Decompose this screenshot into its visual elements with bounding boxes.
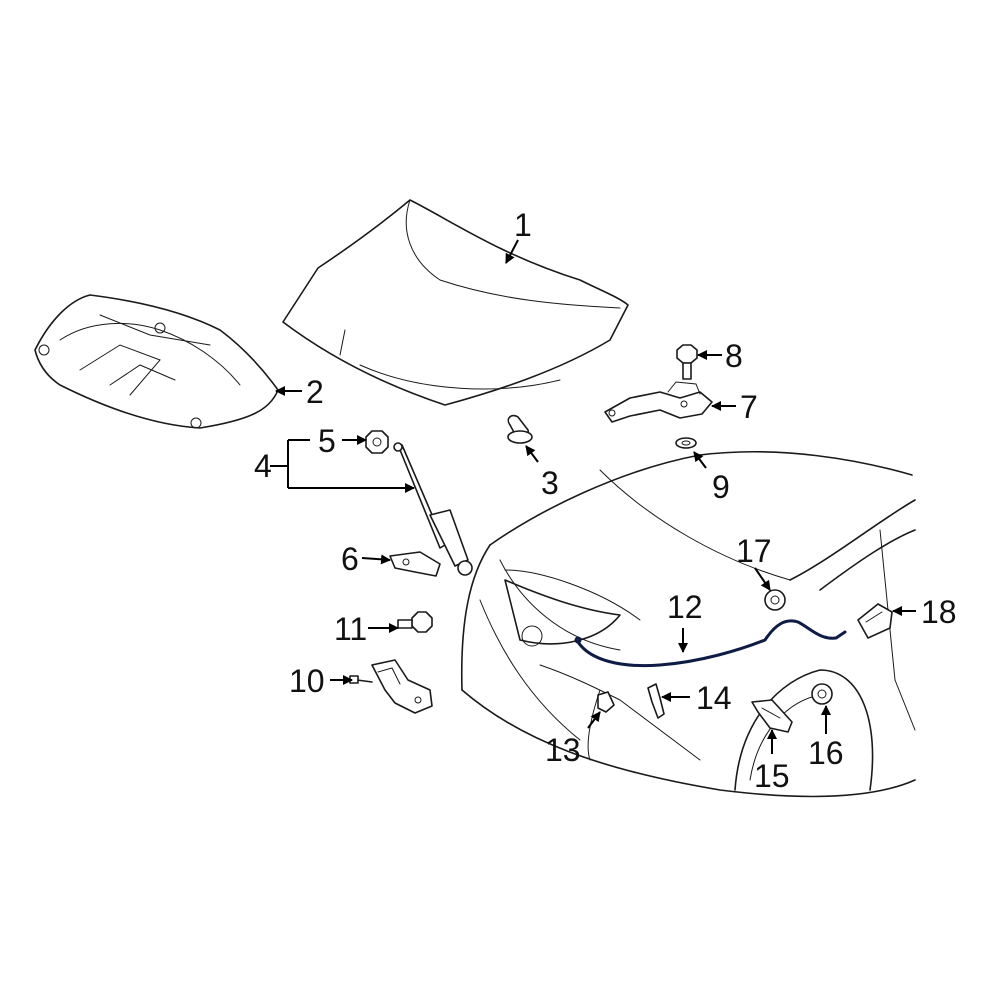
callout-18: 18 bbox=[921, 594, 957, 630]
hood-panel[interactable] bbox=[282, 199, 629, 406]
vehicle-front-body bbox=[460, 451, 916, 798]
hood-latch[interactable] bbox=[349, 659, 433, 714]
callout-14: 14 bbox=[696, 680, 732, 716]
release-cable[interactable] bbox=[574, 619, 847, 668]
callout-5: 5 bbox=[318, 423, 336, 459]
callout-2: 2 bbox=[306, 374, 324, 410]
strut-nut[interactable] bbox=[365, 430, 389, 454]
callout-3: 3 bbox=[541, 465, 559, 501]
hood-switch[interactable] bbox=[857, 603, 893, 639]
callout-7: 7 bbox=[740, 389, 758, 425]
callout-6: 6 bbox=[341, 541, 359, 577]
leader-lines bbox=[270, 239, 916, 754]
callout-10: 10 bbox=[289, 663, 325, 699]
hood-cushion[interactable] bbox=[764, 589, 786, 611]
cable-bracket[interactable] bbox=[647, 683, 665, 719]
callout-12: 12 bbox=[667, 589, 703, 625]
callout-11: 11 bbox=[334, 611, 367, 647]
callout-17: 17 bbox=[736, 533, 772, 569]
release-handle[interactable] bbox=[751, 699, 793, 733]
hood-hinge[interactable] bbox=[604, 381, 713, 423]
hinge-bolt[interactable] bbox=[676, 344, 698, 380]
hood-support-strut[interactable] bbox=[393, 442, 473, 576]
callout-15: 15 bbox=[754, 758, 790, 794]
callout-8: 8 bbox=[725, 338, 743, 374]
hood-insulator[interactable] bbox=[34, 294, 279, 429]
callout-13: 13 bbox=[545, 732, 581, 768]
callout-labels: 1 2 3 4 5 6 7 8 9 10 11 12 13 14 15 16 1… bbox=[254, 207, 957, 794]
callout-1: 1 bbox=[514, 207, 532, 243]
latch-bolt[interactable] bbox=[397, 611, 433, 633]
hood-clip[interactable] bbox=[507, 414, 533, 444]
callout-4: 4 bbox=[254, 448, 272, 484]
callout-16: 16 bbox=[808, 735, 844, 771]
cable-clip[interactable] bbox=[597, 691, 615, 713]
grommet[interactable] bbox=[811, 683, 833, 705]
strut-bracket[interactable] bbox=[389, 551, 441, 577]
washer[interactable] bbox=[675, 437, 697, 449]
callout-9: 9 bbox=[712, 469, 730, 505]
